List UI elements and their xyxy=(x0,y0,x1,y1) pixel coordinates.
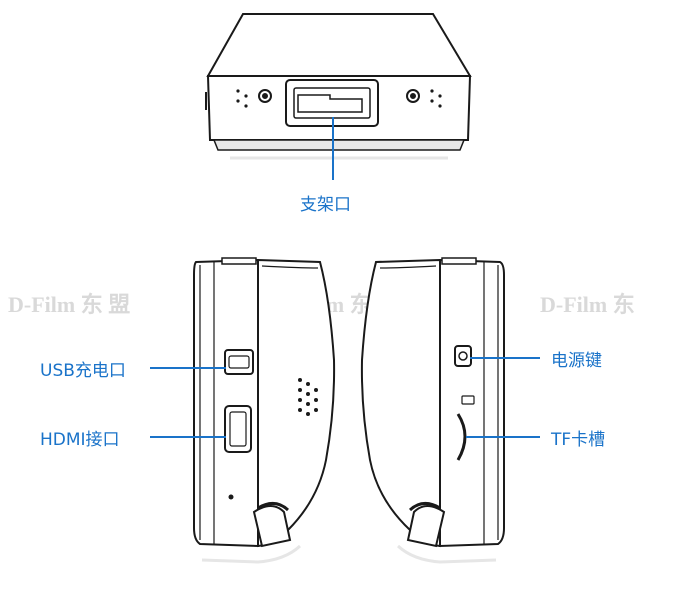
usb-label: USB充电口 xyxy=(40,361,126,381)
mount-label: 支架口 xyxy=(300,195,351,215)
camera-right-side-view xyxy=(360,257,505,564)
hdmi-label: HDMI接口 xyxy=(40,430,120,450)
watermark-left: D-Film 东 盟 xyxy=(8,292,130,317)
tf-card-slot xyxy=(456,413,467,461)
power-button xyxy=(454,345,472,367)
camera-top-view xyxy=(205,13,472,160)
tf-label: TF卡槽 xyxy=(551,430,606,450)
power-label: 电源键 xyxy=(551,351,602,371)
watermark-right: D-Film 东 xyxy=(540,292,635,317)
camera-left-side-view xyxy=(193,257,336,564)
